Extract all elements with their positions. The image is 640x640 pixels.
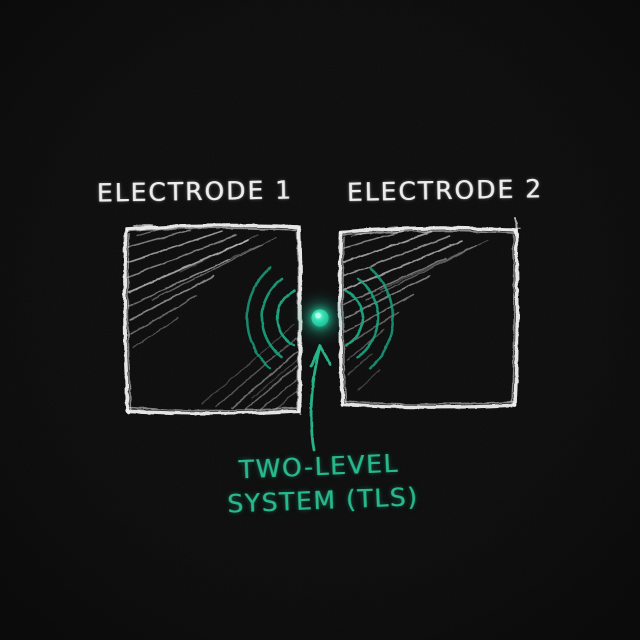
caption-pointer-arrow (309, 344, 332, 452)
electrode-2-hatching-top-left (343, 230, 489, 391)
radiation-waves-left (245, 266, 296, 370)
electrode-1-plate (123, 223, 303, 416)
electrode-2-outline (338, 217, 521, 409)
tls-defect-dot (290, 288, 350, 348)
electrode-1-hatching-top-left (127, 228, 277, 349)
electrode-1-hatching-bottom-right (201, 324, 298, 411)
radiation-waves-right (344, 266, 395, 370)
electrode-2-plate (338, 217, 521, 409)
